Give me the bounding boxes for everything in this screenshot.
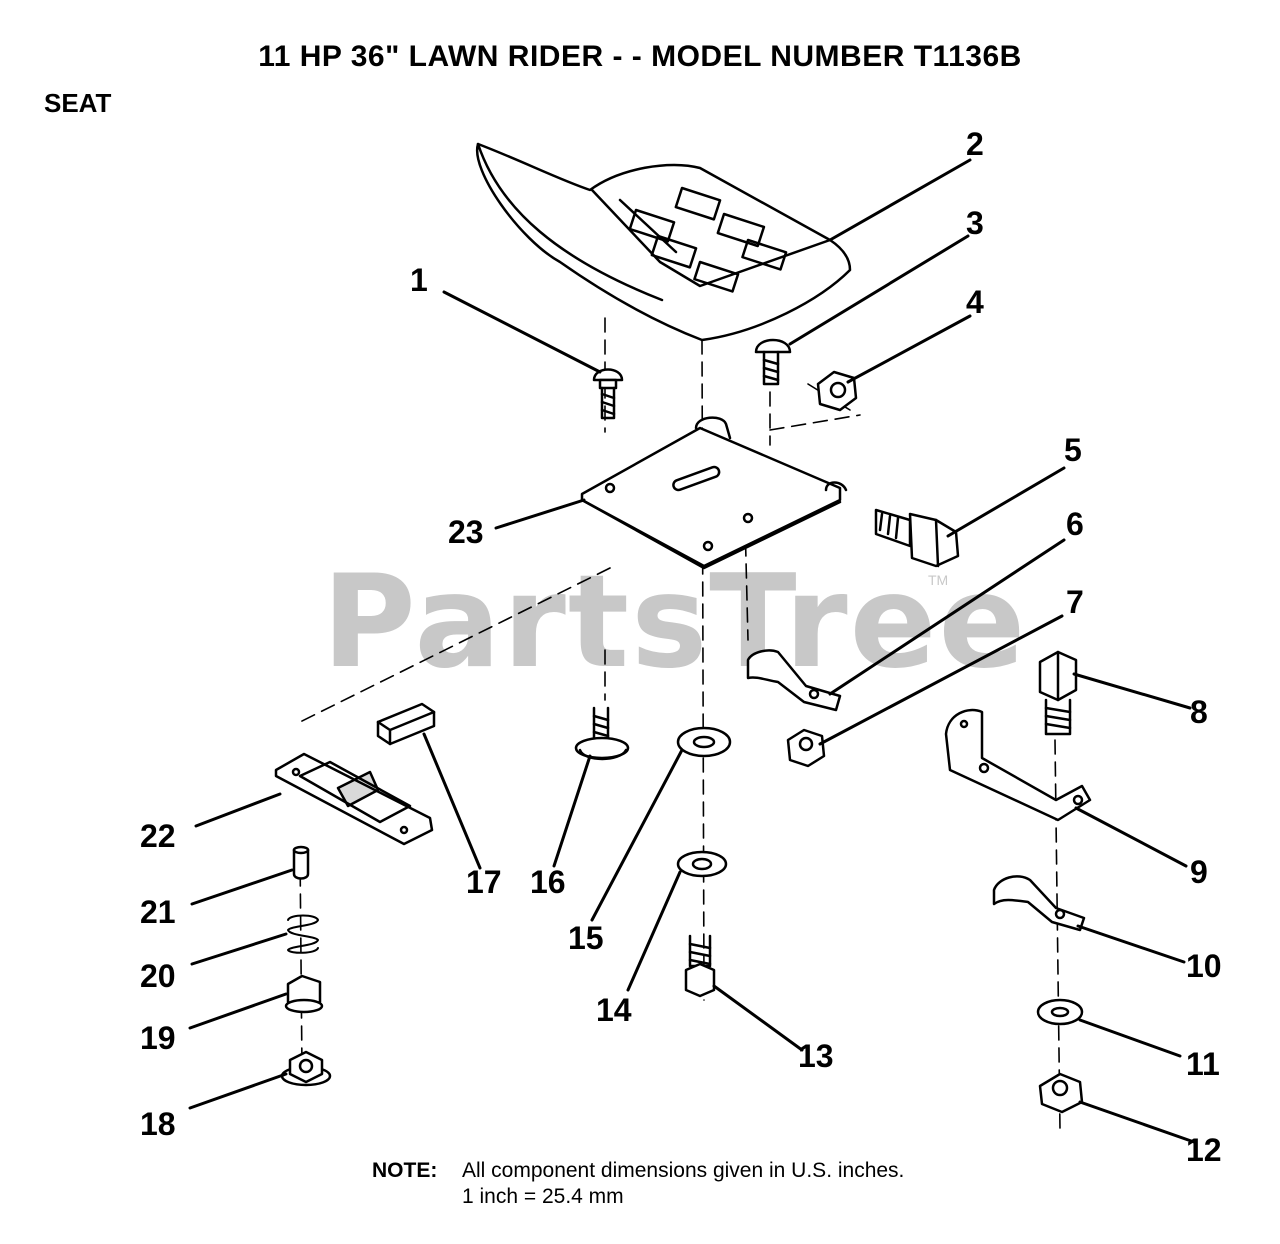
watermark-tm: TM xyxy=(928,572,949,588)
part-hex-bolt-5 xyxy=(874,508,960,568)
part-washer-15 xyxy=(676,726,732,758)
note-line-2: 1 inch = 25.4 mm xyxy=(462,1185,624,1208)
part-flange-nut-18 xyxy=(280,1050,332,1087)
part-screw-3 xyxy=(754,338,792,386)
dimension-note: NOTE: All component dimensions given in U… xyxy=(372,1158,904,1210)
part-spring-20 xyxy=(287,914,319,954)
part-pin-21 xyxy=(292,845,310,880)
note-label: NOTE: xyxy=(372,1159,438,1182)
callout-15: 15 xyxy=(568,920,604,956)
callout-2: 2 xyxy=(966,126,984,162)
callout-10: 10 xyxy=(1186,948,1222,984)
callout-22: 22 xyxy=(140,818,176,854)
callout-13: 13 xyxy=(798,1038,834,1074)
callout-4: 4 xyxy=(966,284,984,320)
part-nut-4 xyxy=(816,370,858,412)
callout-16: 16 xyxy=(530,864,566,900)
callout-1: 1 xyxy=(410,262,428,298)
part-lock-washer-14 xyxy=(676,850,728,878)
callout-11: 11 xyxy=(1186,1046,1220,1082)
callout-19: 19 xyxy=(140,1020,176,1056)
part-hex-bolt-13 xyxy=(684,934,716,998)
part-seat xyxy=(475,142,852,342)
callout-6: 6 xyxy=(1066,506,1084,542)
callout-8: 8 xyxy=(1190,694,1208,730)
page-title: 11 HP 36" LAWN RIDER - - MODEL NUMBER T1… xyxy=(258,40,1022,73)
part-clip-6 xyxy=(746,649,842,712)
part-carriage-bolt-1 xyxy=(592,368,624,420)
callout-21: 21 xyxy=(140,894,176,930)
part-nut-7 xyxy=(786,728,826,768)
part-slide-plate-22 xyxy=(274,752,434,846)
callout-7: 7 xyxy=(1066,584,1084,620)
note-line-1: All component dimensions given in U.S. i… xyxy=(462,1159,905,1182)
callout-23: 23 xyxy=(448,514,484,550)
callout-9: 9 xyxy=(1190,854,1208,890)
part-bracket-9 xyxy=(944,708,1092,822)
title-wrap: 11 HP 36" LAWN RIDER - - MODEL NUMBER T1… xyxy=(0,0,1280,90)
part-shoulder-bolt-16 xyxy=(574,706,630,761)
part-knob-19 xyxy=(284,974,324,1014)
part-block-17 xyxy=(376,702,436,746)
section-label: SEAT xyxy=(44,88,112,118)
watermark: PartsTree xyxy=(322,548,1028,697)
part-clip-10 xyxy=(992,875,1086,932)
part-locknut-12 xyxy=(1038,1072,1084,1114)
callout-17: 17 xyxy=(466,864,502,900)
callout-12: 12 xyxy=(1186,1132,1222,1168)
callout-5: 5 xyxy=(1064,432,1082,468)
callout-20: 20 xyxy=(140,958,176,994)
part-washer-11 xyxy=(1036,998,1084,1026)
callout-14: 14 xyxy=(596,992,632,1028)
part-hex-bolt-8 xyxy=(1038,650,1078,736)
part-seat-plate-23 xyxy=(580,416,848,570)
callout-18: 18 xyxy=(140,1106,176,1142)
callout-3: 3 xyxy=(966,205,984,241)
leader-lines xyxy=(188,158,1196,1144)
